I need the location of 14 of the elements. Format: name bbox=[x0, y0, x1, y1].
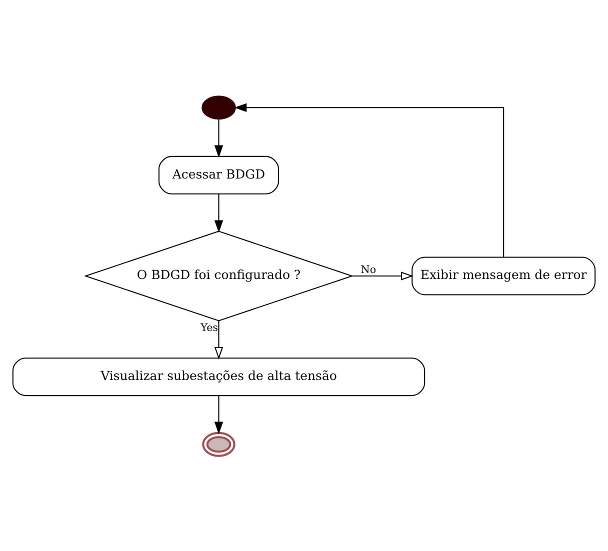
arrow bbox=[234, 102, 504, 256]
edge-label: Yes bbox=[200, 322, 218, 334]
node-box: Acessar BDGD bbox=[158, 155, 280, 194]
arrow bbox=[352, 271, 414, 280]
node-box: Exibir mensagem de error bbox=[412, 256, 596, 295]
arrow bbox=[214, 118, 224, 158]
node-box: Visualizar subestações de alta tensão bbox=[12, 357, 426, 396]
node-circle bbox=[202, 431, 236, 456]
node-circle bbox=[202, 95, 236, 120]
arrow bbox=[214, 194, 224, 232]
edge-label: No bbox=[360, 263, 376, 276]
arrow bbox=[214, 320, 224, 359]
node-diamond: O BDGD foi configurado ? bbox=[84, 230, 354, 321]
arrow bbox=[214, 395, 224, 434]
